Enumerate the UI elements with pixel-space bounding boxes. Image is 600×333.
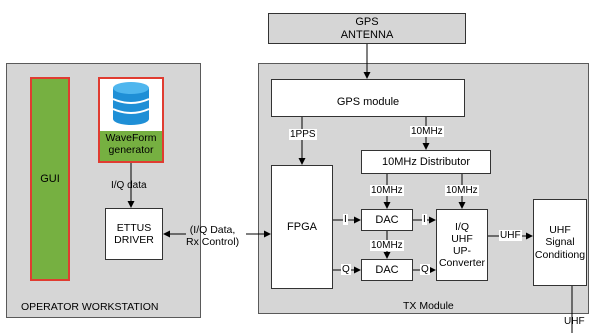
gps-antenna-line1: GPS [355,15,379,28]
waveform-generator-block[interactable]: WaveForm generator [98,77,164,163]
iq-data-label: I/Q data [111,180,147,191]
uhf-label: UHF [499,230,522,241]
upconverter-line-4: Converter [438,257,486,270]
dac-1-label: DAC [375,213,399,226]
dac-2-label: DAC [375,263,399,276]
signal-conditioning-box[interactable]: UHF Signal Conditiong [533,199,587,286]
signal-cond-line-2: Signal [545,236,575,249]
ettus-label-line1: ETTUS [116,221,152,234]
uhf-out-label: UHF [564,316,585,327]
waveform-label-line1: WaveForm [105,132,157,144]
upconverter-line-3: UP- [452,245,472,257]
dac2-clock-label: 10MHz [370,240,404,251]
gps-antenna-line2: ANTENNA [340,28,394,41]
i-label-1: I [343,214,348,225]
gps-module-box[interactable]: GPS module [271,79,465,117]
waveform-label-line2: generator [108,144,154,157]
distributor-label: 10MHz Distributor [381,155,471,168]
distributor-box[interactable]: 10MHz Distributor [361,150,491,174]
gui-block[interactable]: GUI [30,77,70,281]
pps-label: 1PPS [289,129,317,140]
operator-workstation-title: OPERATOR WORKSTATION [21,301,159,313]
upconv-clock-label: 10MHz [445,185,479,196]
signal-cond-line-3: Conditiong [534,248,586,261]
upconverter-line-2: UHF [451,232,473,245]
fpga-box[interactable]: FPGA [271,165,333,289]
dac-2-box[interactable]: DAC [361,259,413,281]
fpga-label: FPGA [287,220,317,233]
ettus-label-line2: DRIVER [114,234,154,246]
ettus-driver-block[interactable]: ETTUS DRIVER [105,208,163,260]
signal-cond-line-1: UHF [549,223,571,236]
dac1-clock-label: 10MHz [370,185,404,196]
tx-module-title: TX Module [403,300,454,312]
interface-label: (I/Q Data, Rx Control) [186,224,240,248]
tenmhz-gps-label: 10MHz [410,126,444,137]
q-label-1: Q [341,264,351,275]
q-label-2: Q [420,264,430,275]
gps-antenna-box: GPS ANTENNA [268,13,466,44]
upconverter-line-1: I/Q [454,220,469,233]
gui-label: GUI [40,172,60,185]
upconverter-box[interactable]: I/Q UHF UP- Converter [436,209,488,281]
gps-module-label: GPS module [336,95,400,108]
database-icon [100,79,162,131]
i-label-2: I [422,214,427,225]
interface-label-line1: (I/Q Data, [189,224,236,236]
dac-1-box[interactable]: DAC [361,209,413,231]
interface-label-line2: Rx Control) [186,235,240,248]
